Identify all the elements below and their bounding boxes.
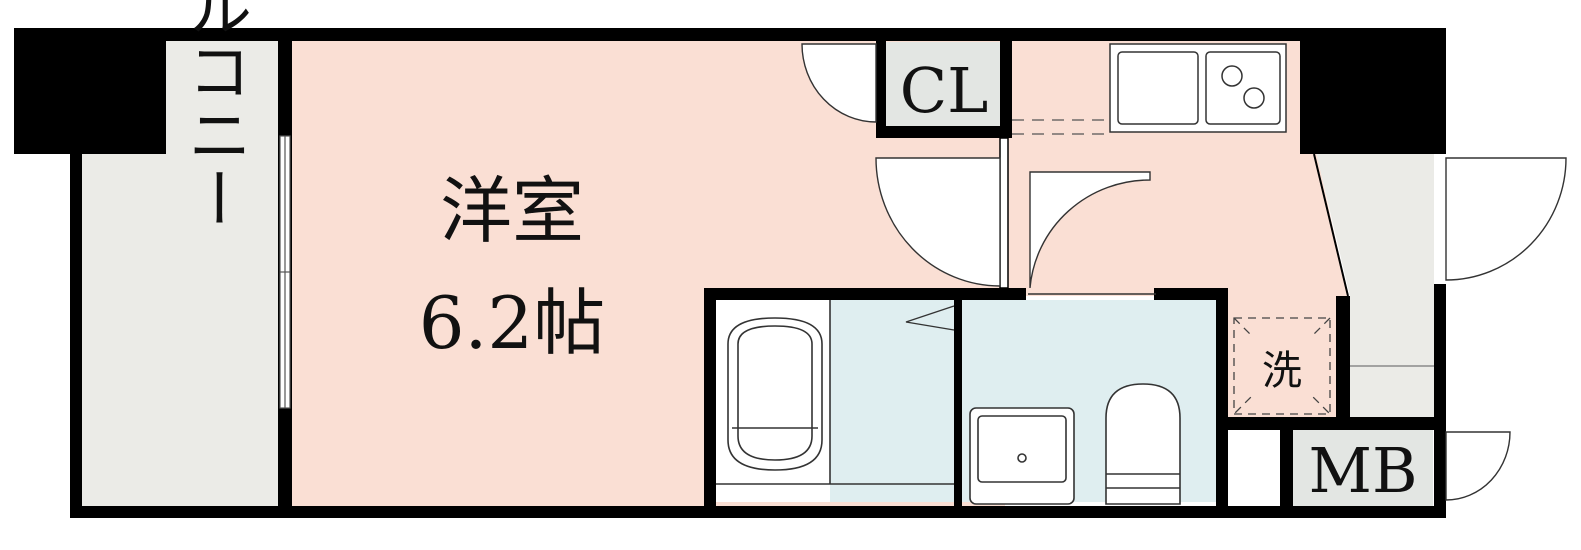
sink [1117,51,1199,125]
washer-label: 洗 [1262,348,1302,394]
genkan-floor [1316,152,1434,296]
washer-space [1233,317,1331,415]
kitchen-counter [1109,43,1287,133]
balcony-label: バルコニー [177,0,251,230]
washbasin [969,407,1075,505]
closet-floor [886,42,1000,128]
kitchen-upper-cabinet-line [1012,119,1110,135]
room-name-label: 洋室 [440,169,584,253]
mb-label: MB [1308,434,1417,507]
burner-1 [1221,65,1243,87]
room-size-label: 6.2帖 [419,281,606,365]
balcony-window [279,135,291,409]
mb-floor [1293,430,1433,506]
entrance-floor [1222,150,1348,296]
bathtub [716,300,954,485]
storage-right-floor [1350,296,1435,417]
bath-door-swing [905,305,955,331]
doors [801,43,1567,501]
entrance-step-line [1313,153,1349,297]
closet-label: CL [900,54,989,127]
stove [1205,51,1281,125]
toilet [1105,383,1181,505]
partition-wall [999,137,1009,289]
burner-2 [1243,87,1265,109]
washer-label-bg [1252,336,1312,396]
